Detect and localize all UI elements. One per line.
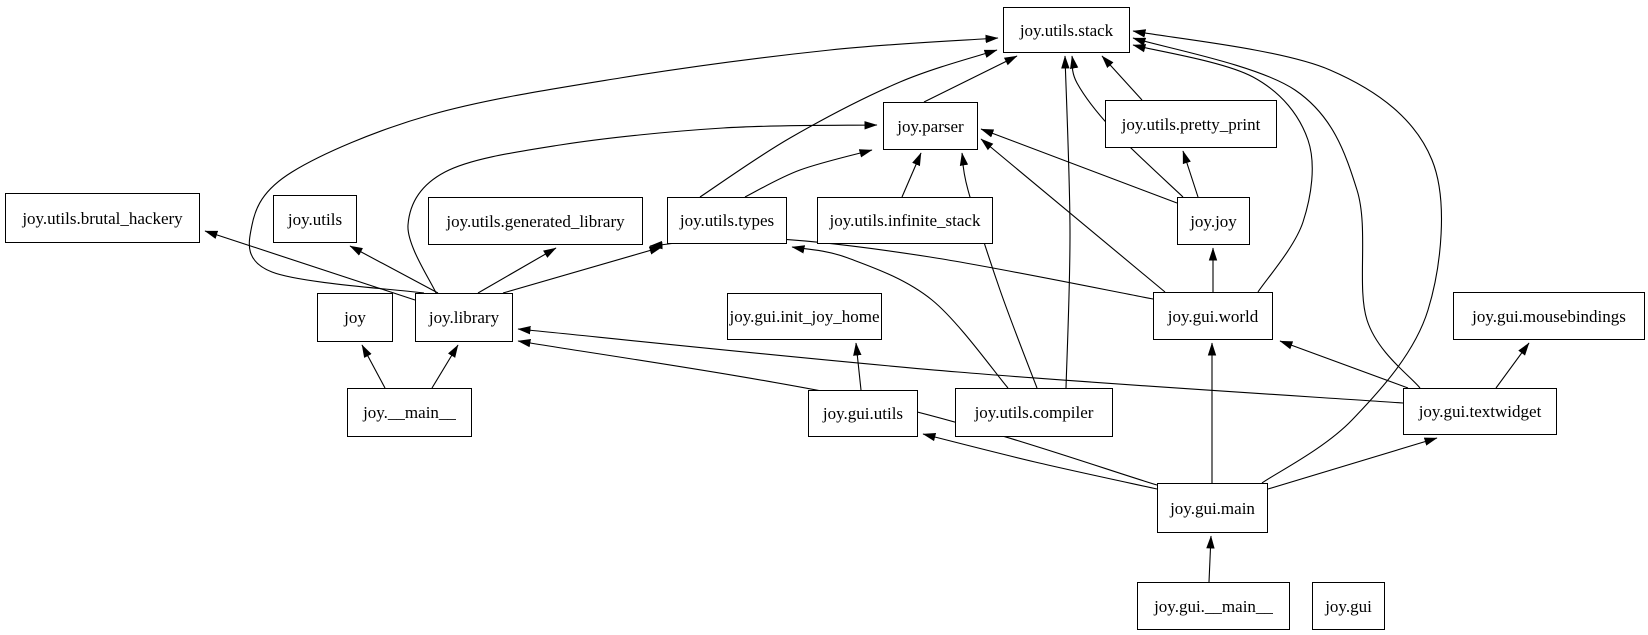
node-joy.__main__: joy.__main__ bbox=[347, 388, 472, 437]
node-joy.gui.init_joy_home: joy.gui.init_joy_home bbox=[727, 293, 882, 340]
edge-joyjoy-to-parser bbox=[980, 128, 1178, 204]
node-joy.gui.textwidget: joy.gui.textwidget bbox=[1403, 388, 1557, 435]
node-joy.utils: joy.utils bbox=[273, 195, 357, 243]
edge-main__-to-library bbox=[431, 344, 459, 389]
node-label: joy.gui.textwidget bbox=[1418, 402, 1542, 421]
edge-world-to-generated_library bbox=[649, 237, 1154, 300]
node-joy.gui: joy.gui bbox=[1312, 582, 1385, 630]
edge-joyjoy-to-stack bbox=[1070, 55, 1184, 198]
node-joy.gui.mousebindings: joy.gui.mousebindings bbox=[1453, 292, 1645, 340]
node-label: joy.gui.world bbox=[1167, 306, 1259, 326]
edge-gui_main-to-textwidget bbox=[1267, 437, 1438, 490]
edge-library-to-types bbox=[502, 246, 663, 294]
edge-types-to-stack bbox=[699, 49, 998, 198]
node-label: joy.utils.stack bbox=[1019, 20, 1114, 40]
node-joy: joy bbox=[317, 293, 393, 342]
edge-textwidget-to-library bbox=[517, 326, 1404, 404]
node-label: joy.gui bbox=[1325, 596, 1372, 616]
node-joy.parser: joy.parser bbox=[883, 102, 978, 150]
node-joy.joy: joy.joy bbox=[1177, 197, 1250, 245]
node-joy.gui.main: joy.gui.main bbox=[1157, 483, 1268, 533]
node-joy.utils.brutal_hackery: joy.utils.brutal_hackery bbox=[5, 193, 200, 243]
node-joy.utils.compiler: joy.utils.compiler bbox=[955, 388, 1113, 437]
node-joy.utils.stack: joy.utils.stack bbox=[1003, 7, 1130, 53]
edge-library-to-parser bbox=[407, 121, 878, 294]
edge-textwidget-to-stack bbox=[1132, 37, 1421, 389]
node-label: joy.gui.__main__ bbox=[1154, 596, 1273, 616]
node-label: joy.gui.utils bbox=[822, 404, 904, 423]
edge-gui_utils-to-init_joy_home bbox=[853, 342, 862, 391]
edge-gui_main-to-stack bbox=[1132, 29, 1442, 484]
edge-group bbox=[204, 29, 1530, 583]
node-label: joy.utils bbox=[287, 209, 343, 229]
node-joy.library: joy.library bbox=[415, 293, 513, 342]
node-label: joy.__main__ bbox=[363, 403, 456, 422]
node-label: joy.library bbox=[428, 308, 500, 327]
node-joy.utils.types: joy.utils.types bbox=[667, 197, 787, 244]
node-joy.gui.world: joy.gui.world bbox=[1153, 292, 1273, 340]
edge-library-to-stack bbox=[248, 34, 999, 294]
edge-library-to-generated_library bbox=[477, 247, 557, 294]
edge-types-to-parser bbox=[744, 149, 873, 198]
node-joy.utils.generated_library: joy.utils.generated_library bbox=[428, 197, 643, 245]
edge-pretty_print-to-stack bbox=[1101, 55, 1143, 101]
edge-compiler-to-parser bbox=[959, 152, 1038, 389]
node-joy.utils.infinite_stack: joy.utils.infinite_stack bbox=[817, 197, 993, 244]
node-label: joy.utils.generated_library bbox=[446, 211, 625, 231]
node-label: joy.parser bbox=[897, 116, 964, 136]
node-joy.utils.pretty_print: joy.utils.pretty_print bbox=[1105, 100, 1277, 148]
edge-joyjoy-to-pretty_print bbox=[1182, 150, 1199, 198]
edge-compiler-to-types bbox=[791, 245, 1009, 389]
node-label: joy.utils.types bbox=[679, 211, 775, 230]
node-label: joy.gui.main bbox=[1170, 498, 1255, 518]
edge-textwidget-to-world bbox=[1279, 340, 1409, 389]
node-joy.gui.__main__: joy.gui.__main__ bbox=[1137, 582, 1290, 630]
node-joy.gui.utils: joy.gui.utils bbox=[808, 390, 918, 437]
edge-world-to-stack bbox=[1132, 44, 1313, 293]
edge-main__-to-joy bbox=[361, 344, 386, 389]
node-label: joy.utils.brutal_hackery bbox=[22, 208, 183, 228]
node-label: joy.utils.pretty_print bbox=[1121, 114, 1261, 134]
edge-textwidget-to-mousebindings bbox=[1495, 342, 1530, 389]
node-label: joy.utils.infinite_stack bbox=[829, 211, 981, 230]
edge-parser-to-stack bbox=[923, 55, 1018, 103]
edge-gui_main__-to-gui_main bbox=[1206, 535, 1215, 583]
edge-library-to-utils bbox=[349, 245, 439, 294]
edge-infinite_stack-to-parser bbox=[901, 152, 922, 198]
edge-world-to-parser bbox=[980, 138, 1166, 293]
node-label: joy.gui.init_joy_home bbox=[729, 307, 880, 326]
node-label: joy bbox=[344, 308, 366, 327]
edge-gui_main-to-gui_utils bbox=[922, 432, 1158, 490]
node-label: joy.gui.mousebindings bbox=[1472, 306, 1626, 326]
edge-compiler-to-stack bbox=[1061, 55, 1071, 389]
node-label: joy.joy bbox=[1190, 211, 1237, 231]
node-label: joy.utils.compiler bbox=[974, 403, 1094, 422]
